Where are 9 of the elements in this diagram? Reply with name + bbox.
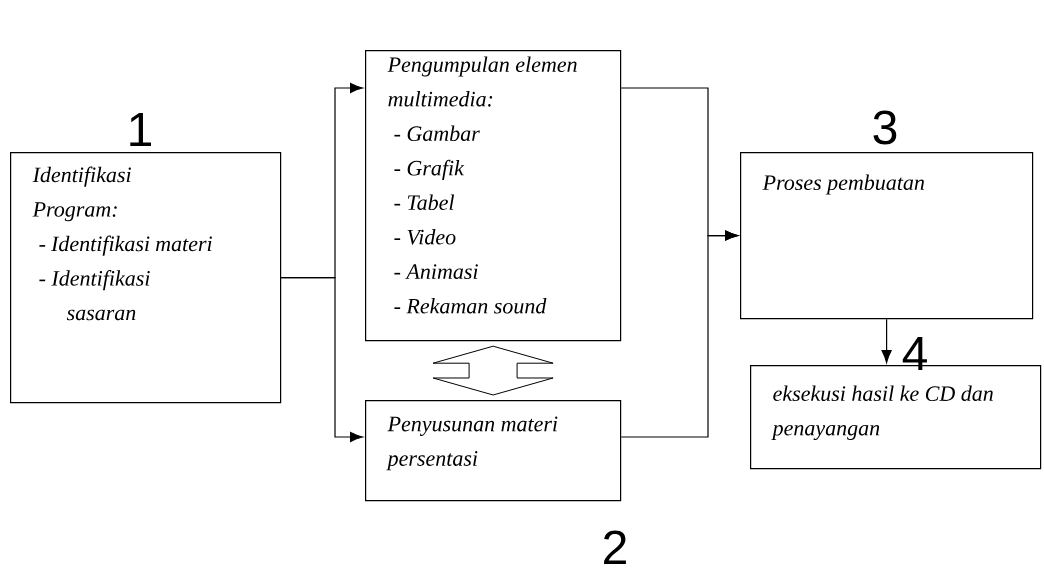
double-arrow <box>432 345 554 396</box>
process-box: Proses pembuatan <box>740 152 1034 320</box>
arrow <box>881 318 892 364</box>
arrow <box>620 230 739 438</box>
process-box: Pengumpulan elemen multimedia: - Gambar - Grafik - Tabel - Video - Animasi - Rekaman sound <box>365 50 622 342</box>
arrow <box>280 277 364 443</box>
process-box: Penyusunan materi persentasi <box>365 400 622 502</box>
process-box: Identifikasi Program: - Identifikasi materi - Identifikasi sasaran <box>10 152 282 404</box>
step-number: 2 <box>604 530 626 564</box>
